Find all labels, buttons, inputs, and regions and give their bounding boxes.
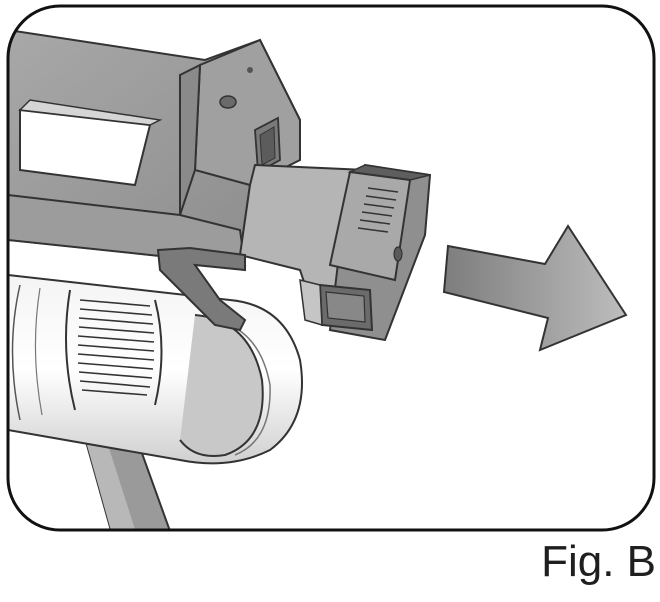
removal-direction-arrow <box>442 224 628 352</box>
battery-vent-lines <box>357 187 399 233</box>
battery-pack <box>299 163 432 342</box>
figure-illustration <box>6 4 656 532</box>
figure-caption: Fig. B <box>541 537 656 586</box>
filter-ribs <box>77 299 155 396</box>
figure-border <box>6 4 656 532</box>
